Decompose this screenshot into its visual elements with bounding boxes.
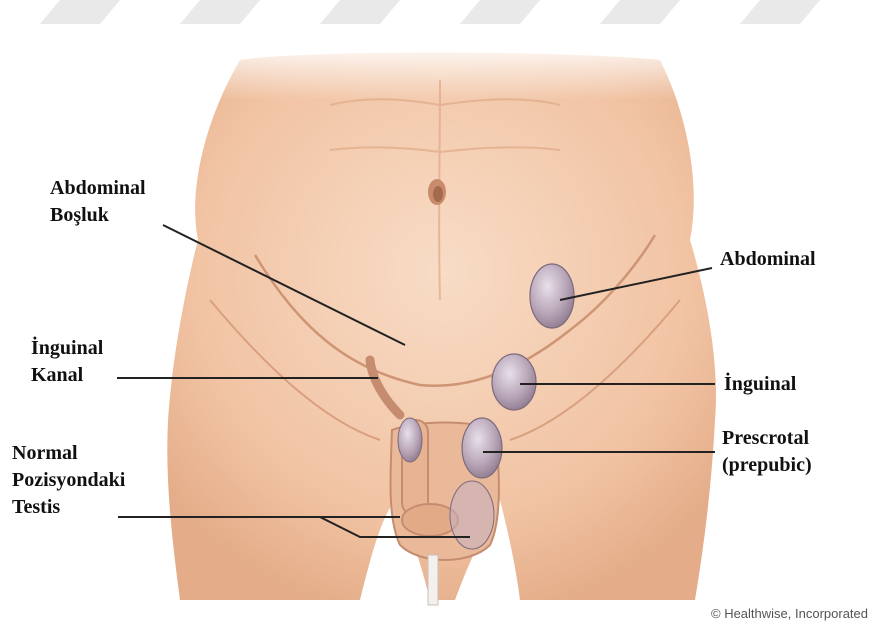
testis-scrotal-outline (450, 481, 494, 549)
testis-abdominal (530, 264, 574, 328)
label-prescrotal: Prescrotal (prepubic) (722, 425, 812, 479)
label-inguinal: İnguinal (724, 371, 796, 398)
label-inguinal-canal: İnguinal Kanal (31, 335, 103, 389)
testis-prescrotal (462, 418, 502, 478)
label-normal-testis: Normal Pozisyondaki Testis (12, 440, 125, 521)
label-abdominal-cavity: Abdominal Boşluk (50, 175, 146, 229)
label-abdominal: Abdominal (720, 246, 816, 273)
copyright-credit: © Healthwise, Incorporated (711, 606, 868, 621)
testis-inguinal (492, 354, 536, 410)
normal-testis-left (398, 418, 422, 462)
